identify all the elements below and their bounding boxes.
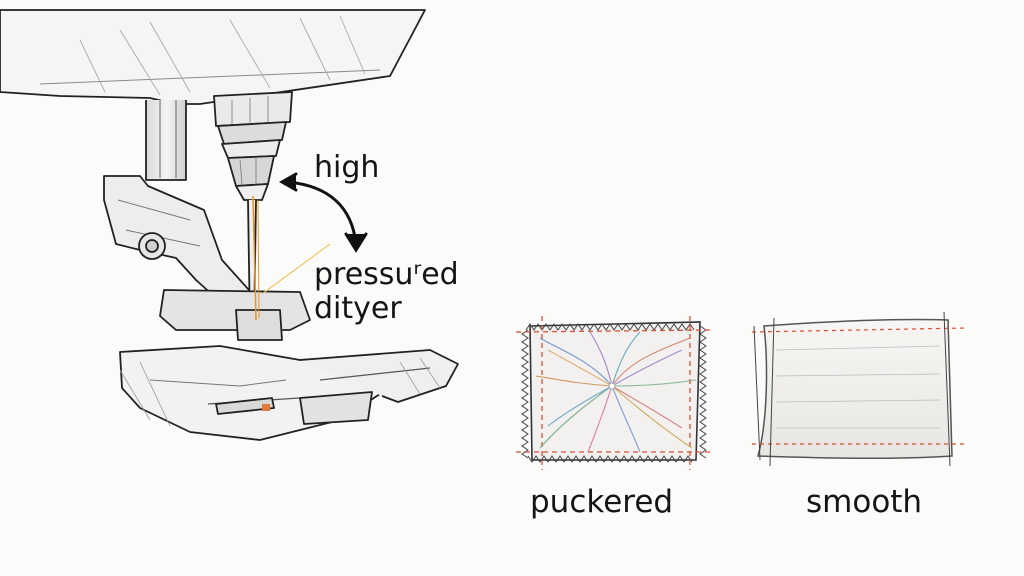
sewing-machine-head: [0, 9, 459, 441]
smooth-fabric-swatch: [751, 311, 967, 467]
pressure-arrow: [278, 172, 368, 253]
puckered-fabric-swatch: [515, 316, 713, 470]
label-pressure-line2: dityer: [314, 291, 402, 326]
feed-mark: [262, 404, 270, 411]
label-puckered: puckered: [530, 484, 674, 520]
label-pressure: pressuʳed dityer: [314, 258, 459, 326]
thread: [252, 195, 331, 321]
label-high: high: [314, 150, 380, 185]
label-pressure-line1: pressuʳed: [314, 257, 459, 292]
label-smooth: smooth: [806, 484, 923, 520]
